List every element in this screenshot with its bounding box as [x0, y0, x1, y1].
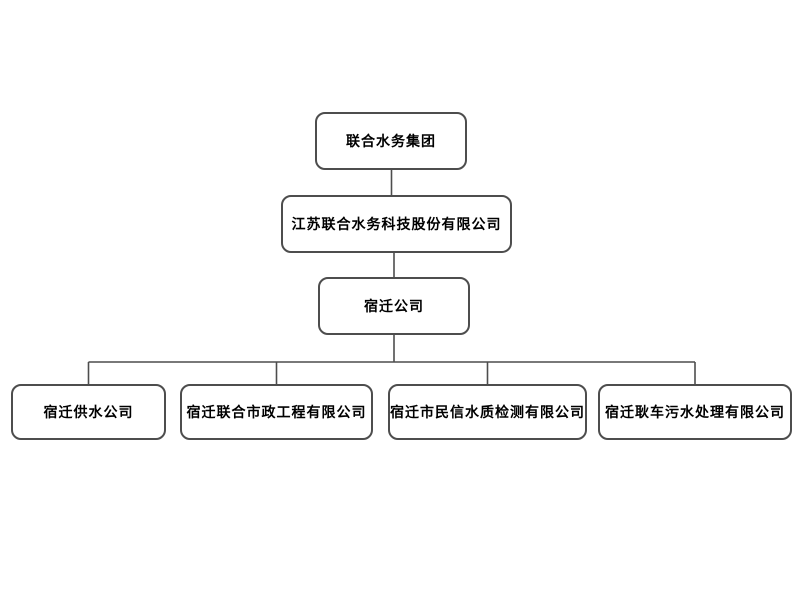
org-node-parent-company-label: 江苏联合水务科技股份有限公司 [291, 216, 502, 232]
org-node-subsidiary-1: 宿迁供水公司 [11, 384, 166, 440]
org-node-parent-company: 江苏联合水务科技股份有限公司 [281, 195, 512, 253]
org-node-subsidiary-3-label: 宿迁市民信水质检测有限公司 [390, 404, 585, 420]
org-node-branch-company-label: 宿迁公司 [364, 298, 424, 314]
org-node-branch-company: 宿迁公司 [318, 277, 470, 335]
org-node-group: 联合水务集团 [315, 112, 467, 170]
org-node-subsidiary-4-label: 宿迁耿车污水处理有限公司 [605, 404, 785, 420]
org-node-subsidiary-2: 宿迁联合市政工程有限公司 [180, 384, 373, 440]
org-node-subsidiary-3: 宿迁市民信水质检测有限公司 [388, 384, 587, 440]
org-node-subsidiary-2-label: 宿迁联合市政工程有限公司 [186, 404, 367, 420]
org-node-group-label: 联合水务集团 [346, 133, 436, 149]
org-node-subsidiary-4: 宿迁耿车污水处理有限公司 [598, 384, 792, 440]
org-node-subsidiary-1-label: 宿迁供水公司 [43, 404, 134, 420]
